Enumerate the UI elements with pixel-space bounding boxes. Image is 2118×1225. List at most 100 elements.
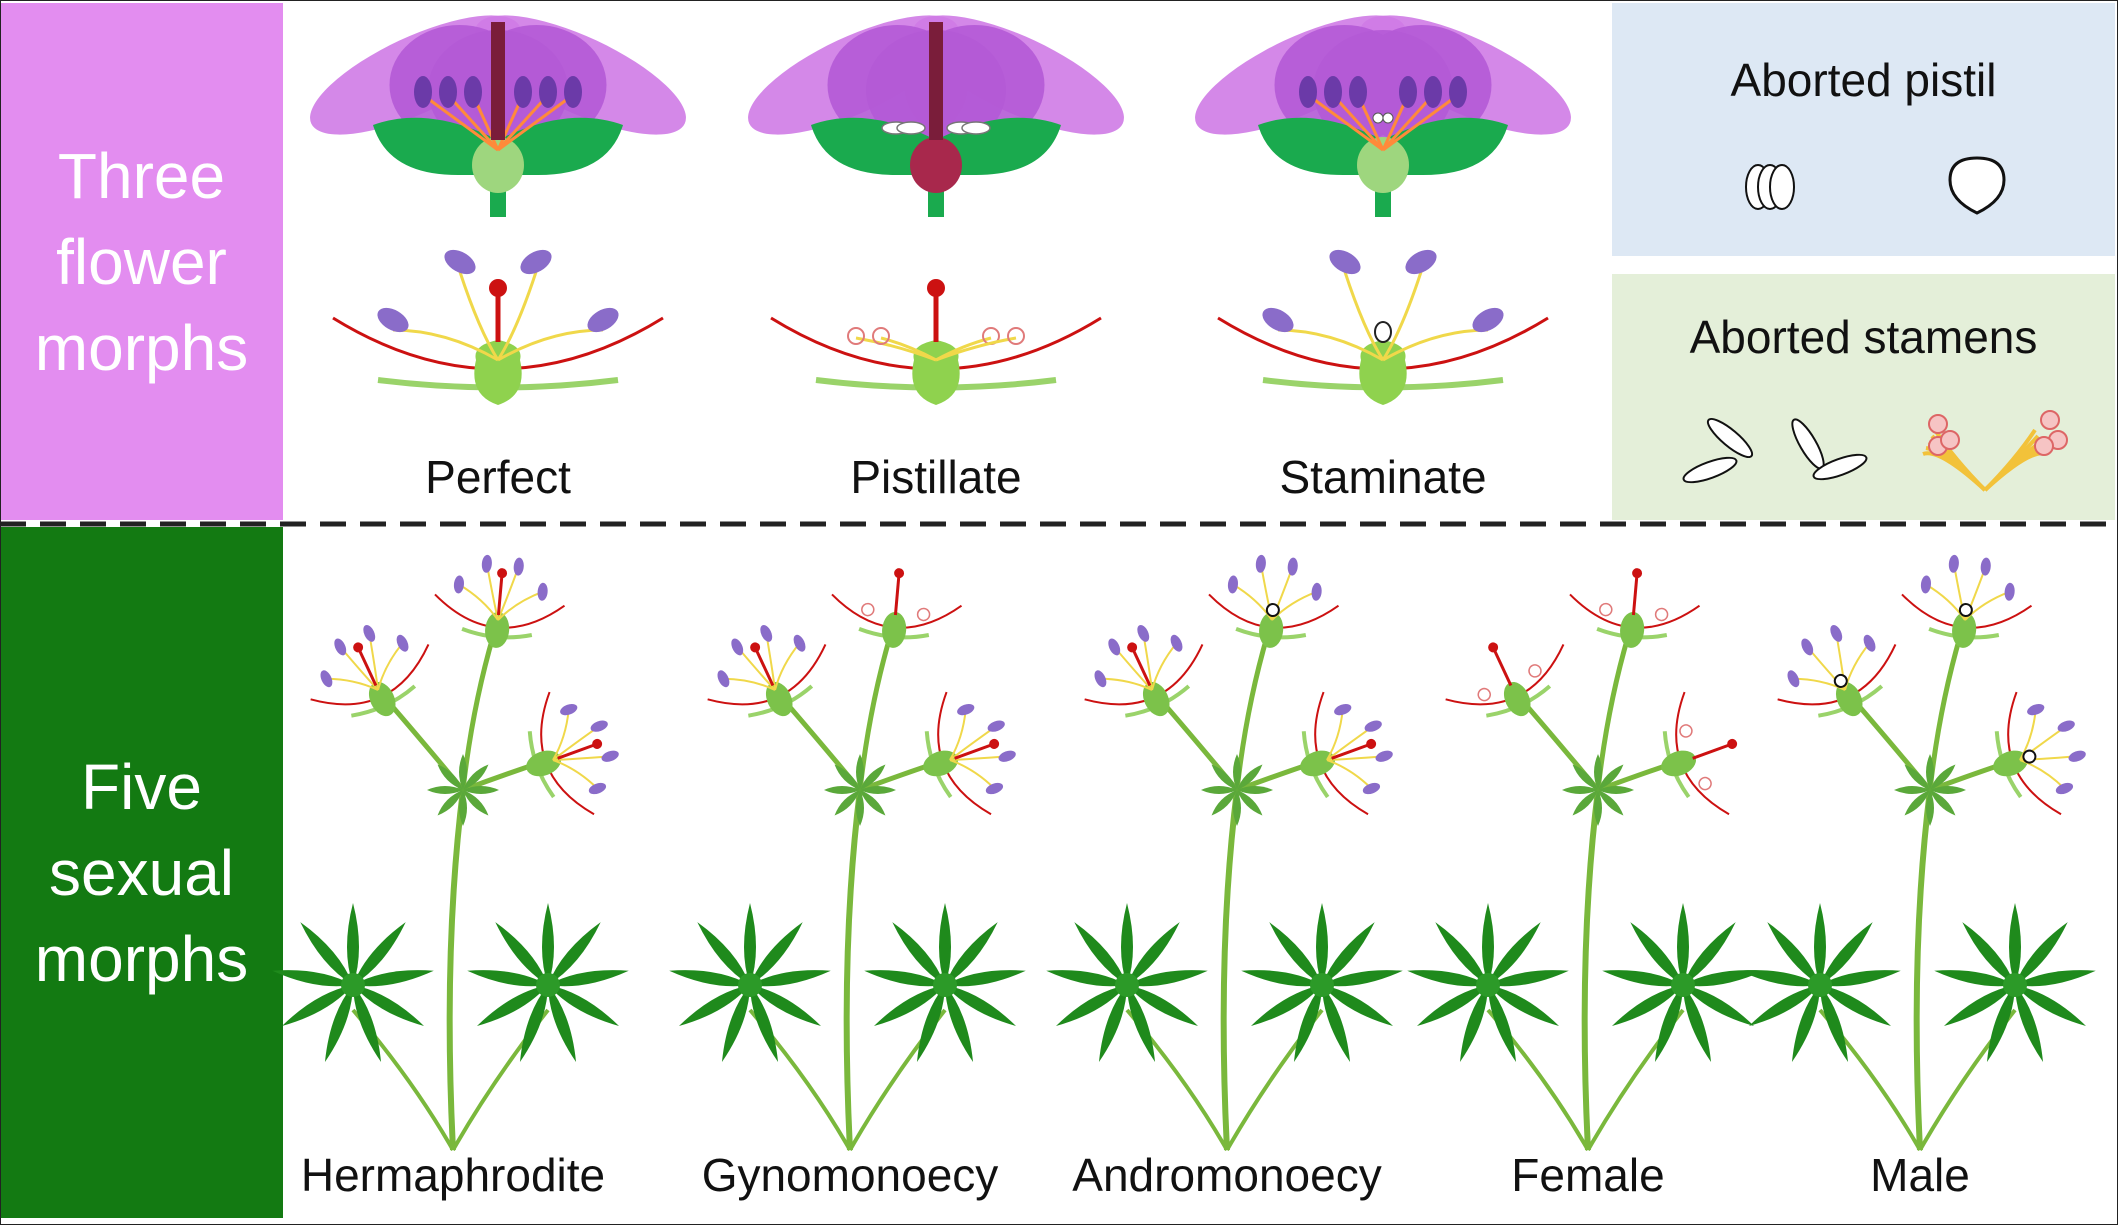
leaflet [1127,985,1199,1026]
bract [1594,790,1602,826]
leaf-center [536,973,560,997]
leaflet [892,922,945,985]
aborted-anther [1812,453,1868,481]
plant-flower [923,691,1016,816]
leaf-center [341,973,365,997]
petal [1313,30,1453,150]
stamen-anther [513,557,524,576]
leaflet [1630,922,1683,985]
aborted-pistil [1265,603,1280,618]
caption-perfect: Perfect [425,451,571,503]
bract [1904,790,1930,816]
ovary-shape [485,611,510,648]
leaflet [1121,903,1133,985]
leaflet [495,922,548,985]
stamen-anther [590,720,608,732]
aborted-pistil-pair-icon [1745,164,1795,210]
leaf-center [1115,973,1139,997]
leaflet [750,985,779,1063]
leaflet [721,985,750,1063]
leaflet [1241,970,1322,987]
leaf-center [738,973,762,997]
aborted-anther [2034,436,2054,456]
leaflet [2009,903,2021,985]
stamen-anther [1227,575,1238,594]
leaflet [353,970,434,987]
leaflet [1820,970,1901,987]
bract [1572,790,1598,816]
leaflet [1435,922,1488,985]
leaflet [272,970,353,987]
aborted-anther [1654,607,1669,622]
anther [1424,76,1442,108]
plant-flower [831,568,963,648]
stamen-anther [1287,557,1298,576]
flower-section-diagrams [332,249,1549,405]
anther [539,76,557,108]
stigma [489,279,507,297]
caption-gynomonoecy: Gynomonoecy [701,1149,999,1201]
ovary-shape [1952,611,1977,648]
stamen-anther [760,624,773,642]
pistil-style [496,575,504,616]
stamen-anther [1311,582,1322,601]
bract [1233,790,1241,826]
leaflet [1250,985,1322,1026]
ovary-shape [912,340,960,405]
leaf-center [933,973,957,997]
leaflet [750,970,831,987]
caption-male: Male [1870,1149,1970,1201]
plant-flower [526,691,619,816]
leaf-rosette [1046,903,1208,1063]
aborted-anther [1679,724,1693,738]
stamen-filament [1343,271,1385,361]
aborted-anther [1706,417,1754,459]
leaf-rosette [1739,903,1901,1063]
stamen-anther [1094,670,1107,688]
bract [1598,786,1634,794]
bract [860,790,886,816]
stamen-anther [1170,634,1183,652]
bract [1926,754,1934,790]
plant [1046,554,1403,1151]
aborted-anther [1698,776,1712,791]
aborted-anther [872,327,890,345]
stamen-anther [601,750,619,762]
aborted-anthers-icon [1682,417,1868,484]
pistil-style [1331,743,1370,760]
leaflet [939,903,951,985]
stamen-anther [520,249,552,275]
anther [1349,76,1367,108]
stigma [592,738,603,749]
anther [1449,76,1467,108]
pistil-style [1692,743,1731,760]
stamen-anther [987,720,1005,732]
plant [1407,568,1764,1151]
leaflet [1739,970,1820,987]
leaflet [1322,985,1394,1026]
plant-flower [310,624,430,718]
leaflet [2015,985,2044,1063]
caption-pistillate: Pistillate [850,451,1022,503]
leaflet [1293,985,1322,1063]
leaflet [1683,985,1712,1063]
aborted-pistil [1833,673,1848,688]
pistil-style [557,743,596,760]
leaflet [1407,970,1488,987]
leaflet [519,985,548,1063]
bract-rosette [1201,754,1273,826]
stamen-anther [2027,703,2045,716]
three-flower-morphs-label: Three flower morphs [0,3,283,520]
leaflet [353,985,382,1063]
leaflet [744,903,756,985]
anther [564,76,582,108]
leaflet [548,985,577,1063]
pistil-style [893,575,901,616]
stamen-anther [793,634,806,652]
stamen-anther [1863,634,1876,652]
leaflet [1748,985,1820,1026]
stamen-anther [998,750,1016,762]
leaflet [678,985,750,1026]
leaflet [945,985,1017,1026]
stamen-anther [1948,554,1959,573]
